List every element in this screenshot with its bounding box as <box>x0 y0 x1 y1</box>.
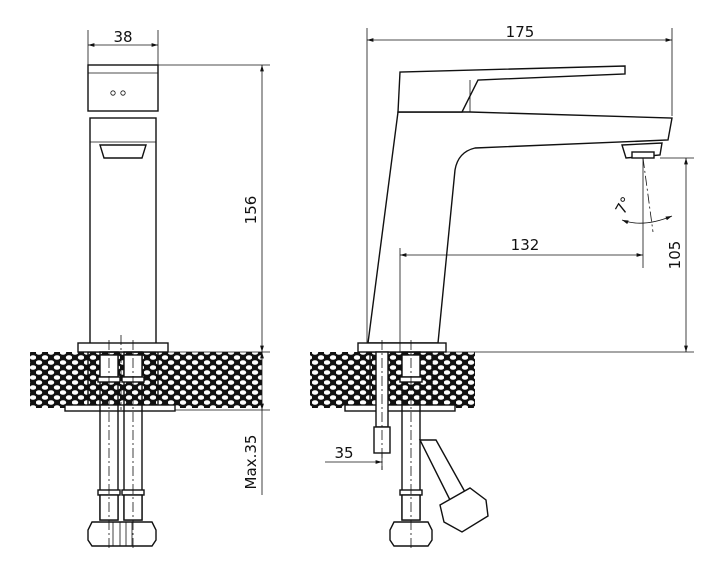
angled-hose-nut <box>439 487 489 533</box>
dim-height-105: 105 <box>666 241 684 270</box>
dim-width-38: 38 <box>113 28 132 46</box>
handle-lever-side <box>397 65 626 113</box>
front-view: 38 156 Max.35 <box>30 28 270 550</box>
dim-reach-132: 132 <box>511 236 540 254</box>
hose-nuts-front <box>87 521 157 547</box>
angled-hose <box>418 439 466 501</box>
dim-max-35: Max.35 <box>242 435 260 490</box>
countertop-left <box>30 352 262 408</box>
dim-angle-7: 7° <box>612 194 636 218</box>
dim-length-175: 175 <box>506 23 535 41</box>
dim-height-156: 156 <box>242 196 260 225</box>
faucet-body-side <box>367 111 673 344</box>
side-view: 175 132 105 7° 35 <box>310 23 694 550</box>
dim-rod-35: 35 <box>334 444 353 462</box>
handle-front <box>87 64 159 112</box>
countertop-right <box>310 352 475 408</box>
aerator-front <box>99 144 147 159</box>
